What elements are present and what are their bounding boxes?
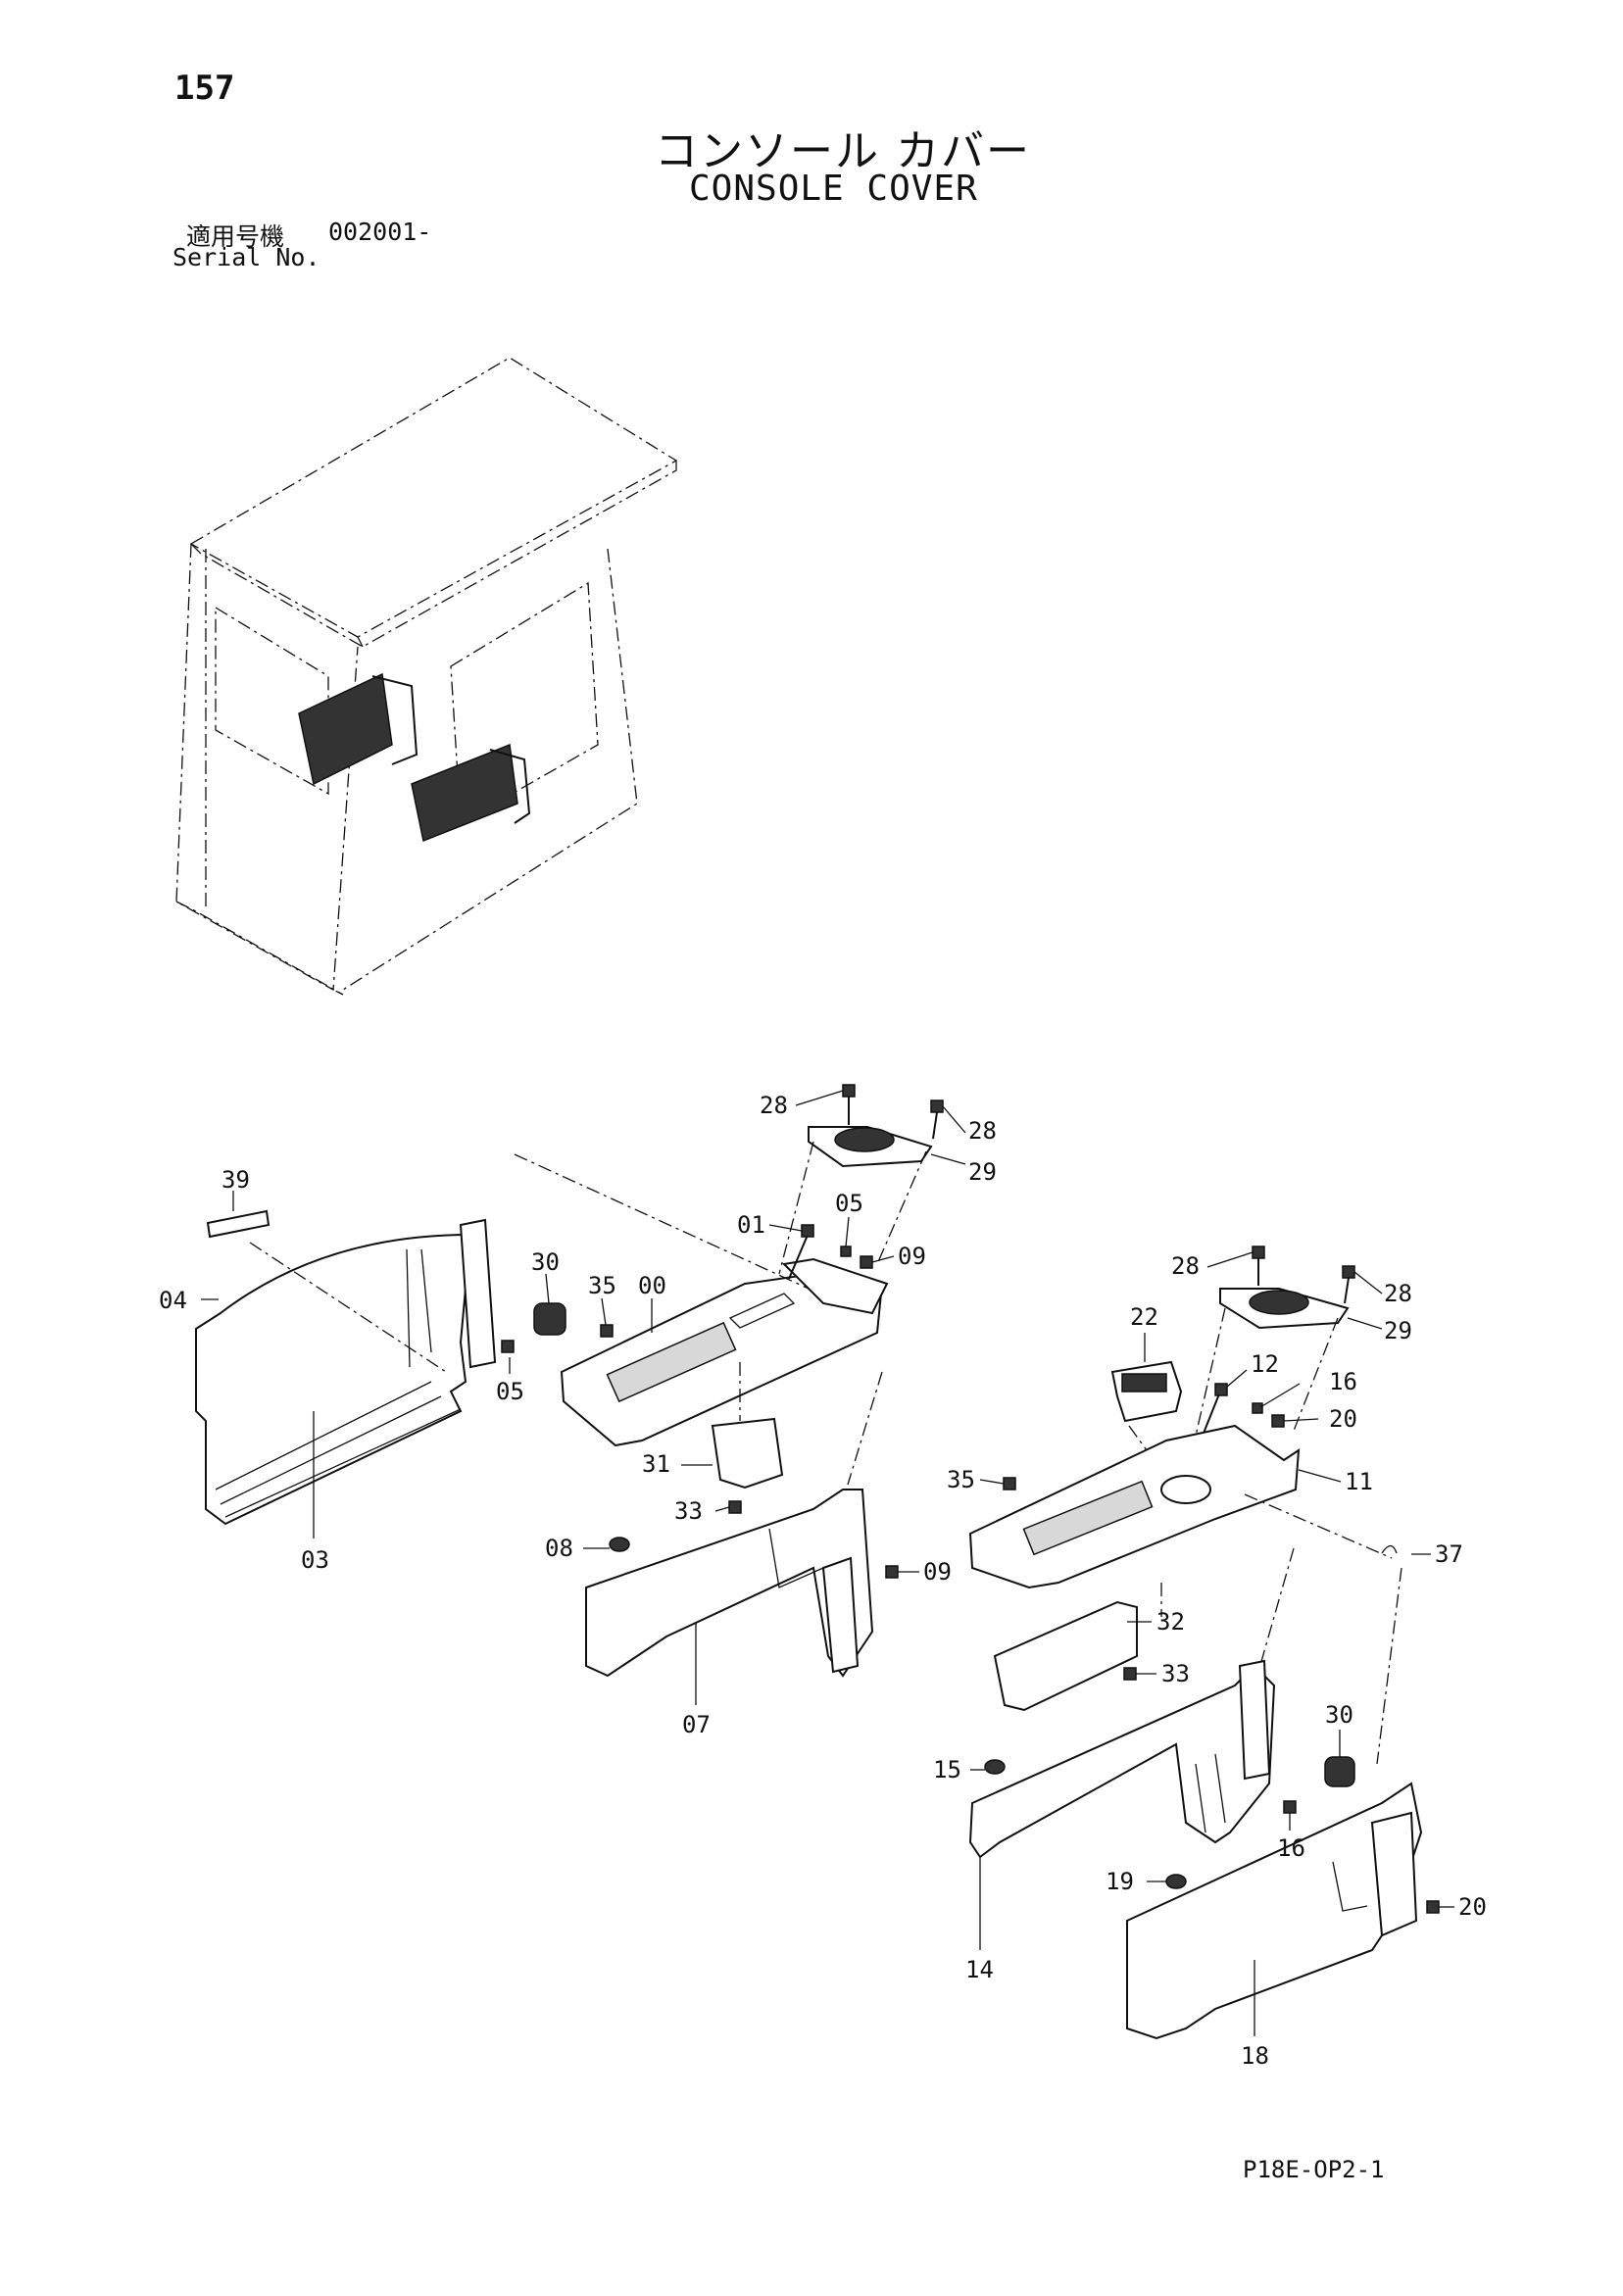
part-label-05: 05 (835, 1190, 863, 1217)
page-title-english: CONSOLE COVER (689, 169, 978, 209)
part-28-bolt (1342, 1265, 1355, 1304)
part-number-labels: 39 04 05 03 30 35 00 31 33 08 07 09 28 2… (159, 1092, 1487, 2070)
part-31-cup-holder (711, 1417, 784, 1490)
part-label-32: 32 (1156, 1608, 1185, 1636)
part-30-grommet (1324, 1756, 1355, 1787)
part-label-35: 35 (947, 1466, 975, 1493)
part-30-grommet (533, 1302, 566, 1336)
part-label-07: 07 (682, 1711, 711, 1738)
part-label-14: 14 (965, 1956, 994, 1983)
part-label-11: 11 (1345, 1468, 1373, 1495)
page-title-japanese: コンソール カバー (655, 126, 1031, 176)
part-label-30: 30 (531, 1248, 560, 1276)
cab-console-left-icon (298, 672, 418, 786)
leader-lines (201, 1090, 1454, 2036)
page-number: 157 (174, 69, 235, 108)
left-console-assembly (195, 1084, 944, 1678)
part-label-16: 16 (1329, 1368, 1357, 1395)
part-label-33: 33 (674, 1497, 703, 1525)
part-label-03: 03 (301, 1546, 329, 1574)
cab-overview-illustration (175, 357, 678, 996)
part-32-storage-box (993, 1600, 1138, 1712)
part-label-19: 19 (1106, 1868, 1134, 1895)
part-label-35: 35 (588, 1272, 616, 1299)
part-label-28: 28 (1171, 1252, 1200, 1280)
right-console-assembly (968, 1246, 1440, 2040)
part-label-22: 22 (1130, 1303, 1158, 1331)
part-label-30: 30 (1325, 1701, 1353, 1729)
drawing-code: P18E-OP2-1 (1243, 2156, 1385, 2183)
part-label-09: 09 (898, 1243, 926, 1270)
part-28-bolt (1252, 1246, 1265, 1286)
part-label-39: 39 (221, 1166, 250, 1194)
part-label-16: 16 (1277, 1834, 1305, 1862)
part-label-33: 33 (1161, 1660, 1190, 1687)
part-label-09: 09 (923, 1558, 952, 1586)
part-18-lower-cover (1126, 1782, 1423, 2040)
part-label-18: 18 (1241, 2042, 1269, 2070)
part-label-08: 08 (545, 1535, 573, 1562)
part-label-28: 28 (1384, 1280, 1412, 1307)
part-label-01: 01 (737, 1211, 765, 1239)
part-03-side-cover (195, 1233, 472, 1526)
part-label-28: 28 (760, 1092, 788, 1119)
serial-label-english: Serial No. (172, 243, 320, 271)
part-label-20: 20 (1329, 1405, 1357, 1433)
part-label-20: 20 (1458, 1893, 1487, 1921)
part-28-bolt (842, 1084, 856, 1125)
part-label-05: 05 (496, 1378, 524, 1405)
part-label-12: 12 (1251, 1350, 1279, 1378)
part-label-29: 29 (968, 1158, 997, 1186)
part-label-31: 31 (642, 1450, 670, 1478)
part-label-15: 15 (933, 1756, 961, 1783)
part-28-bolt (930, 1099, 944, 1140)
part-00-console-base (560, 1272, 884, 1447)
cab-console-right-icon (411, 743, 531, 843)
serial-number-value: 002001- (328, 218, 432, 246)
part-39-label-plate (206, 1209, 270, 1239)
part-label-04: 04 (159, 1287, 187, 1314)
serial-label-japanese: 適用号機 (186, 222, 285, 251)
part-label-29: 29 (1384, 1317, 1412, 1344)
part-label-28: 28 (968, 1117, 997, 1145)
part-label-00: 00 (638, 1272, 666, 1299)
part-label-37: 37 (1435, 1540, 1463, 1568)
